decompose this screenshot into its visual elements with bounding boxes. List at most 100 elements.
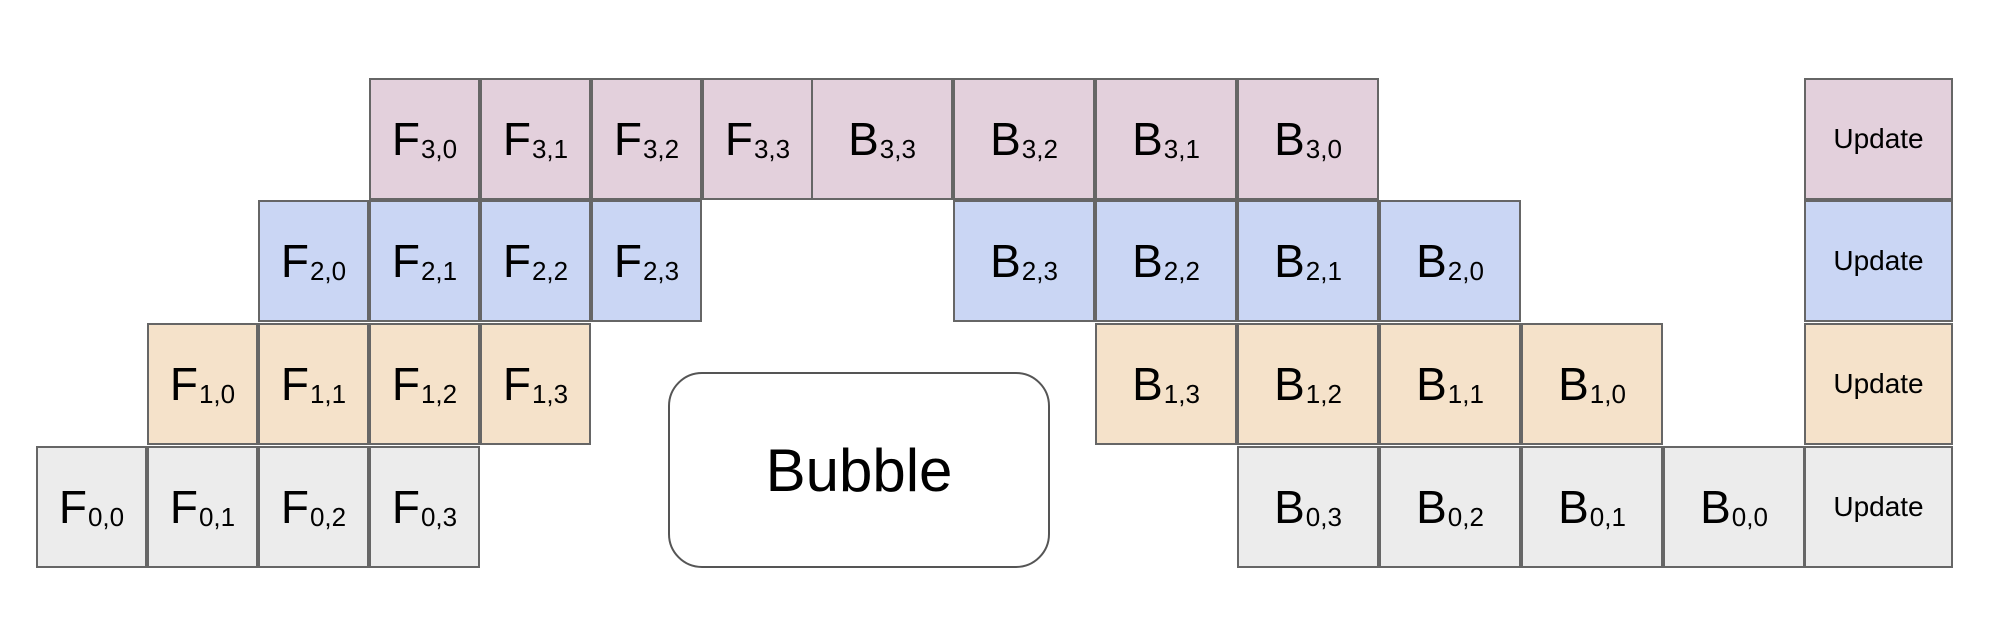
cell-main-label: F bbox=[391, 235, 420, 287]
cell-subscript: 0,1 bbox=[198, 501, 236, 532]
cell-main-label: Update bbox=[1833, 245, 1924, 276]
cell-main-label: B bbox=[1132, 358, 1163, 410]
cell-subscript: 1,0 bbox=[198, 378, 236, 409]
cell-subscript: 3,0 bbox=[1305, 133, 1342, 164]
cell-subscript: 3,2 bbox=[642, 133, 680, 164]
cell-subscript: 1,2 bbox=[1305, 378, 1342, 409]
cell-main-label: F bbox=[613, 235, 642, 287]
cell-subscript: 0,2 bbox=[309, 501, 347, 532]
cell-main-label: B bbox=[1132, 235, 1163, 287]
cell-subscript: 2,3 bbox=[642, 255, 680, 286]
cell-main-label: F bbox=[391, 358, 420, 410]
cell-main-label: F bbox=[502, 358, 531, 410]
cell-main-label: F bbox=[724, 113, 753, 165]
cell-main-label: Update bbox=[1833, 368, 1924, 399]
cell-main-label: F bbox=[280, 235, 309, 287]
update-cell-stage-2: Update bbox=[1804, 200, 1953, 322]
cell-main-label: F bbox=[502, 113, 531, 165]
cell-main-label: B bbox=[1274, 481, 1305, 533]
cell-subscript: 1,1 bbox=[309, 378, 347, 409]
cell-main-label: B bbox=[1558, 358, 1589, 410]
cell-main-label: B bbox=[990, 235, 1021, 287]
cell-main-label: F bbox=[58, 481, 87, 533]
cell-subscript: 2,2 bbox=[531, 255, 569, 286]
cell-main-label: B bbox=[1700, 481, 1731, 533]
cell-main-label: B bbox=[1274, 113, 1305, 165]
update-cell-stage-3: Update bbox=[1804, 78, 1953, 200]
cell-main-label: F bbox=[391, 113, 420, 165]
cell-main-label: B bbox=[848, 113, 879, 165]
cell-main-label: F bbox=[280, 358, 309, 410]
cell-subscript: 1,3 bbox=[1163, 378, 1200, 409]
cell-subscript: 0,0 bbox=[1731, 501, 1768, 532]
cell-main-label: F bbox=[502, 235, 531, 287]
cell-subscript: 0,3 bbox=[1305, 501, 1342, 532]
cell-subscript: 1,0 bbox=[1589, 378, 1626, 409]
bubble-label: Bubble bbox=[765, 436, 953, 504]
cell-subscript: 2,2 bbox=[1163, 255, 1200, 286]
cell-subscript: 1,2 bbox=[420, 378, 458, 409]
bubble-box: Bubble bbox=[668, 372, 1050, 568]
cell-main-label: B bbox=[1416, 481, 1447, 533]
cell-subscript: 2,3 bbox=[1021, 255, 1058, 286]
cell-main-label: B bbox=[1416, 358, 1447, 410]
update-cell-stage-1: Update bbox=[1804, 323, 1953, 445]
cell-subscript: 0,2 bbox=[1447, 501, 1484, 532]
cell-subscript: 3,3 bbox=[879, 133, 916, 164]
cell-subscript: 2,1 bbox=[420, 255, 458, 286]
update-cell-stage-0: Update bbox=[1804, 446, 1953, 568]
cell-subscript: 0,0 bbox=[87, 501, 125, 532]
cell-subscript: 2,1 bbox=[1305, 255, 1342, 286]
cell-main-label: Update bbox=[1833, 123, 1924, 154]
cell-main-label: F bbox=[169, 358, 198, 410]
cell-main-label: F bbox=[280, 481, 309, 533]
cell-subscript: 3,2 bbox=[1021, 133, 1058, 164]
cell-main-label: B bbox=[1274, 235, 1305, 287]
cell-subscript: 3,0 bbox=[420, 133, 458, 164]
cell-subscript: 3,1 bbox=[1163, 133, 1200, 164]
cell-subscript: 2,0 bbox=[1447, 255, 1484, 286]
cell-subscript: 1,1 bbox=[1447, 378, 1484, 409]
cell-main-label: B bbox=[1558, 481, 1589, 533]
cell-subscript: 2,0 bbox=[309, 255, 347, 286]
cell-main-label: B bbox=[1416, 235, 1447, 287]
cell-main-label: B bbox=[1274, 358, 1305, 410]
cell-subscript: 3,3 bbox=[753, 133, 791, 164]
cell-subscript: 0,1 bbox=[1589, 501, 1626, 532]
cell-main-label: Update bbox=[1833, 491, 1924, 522]
cell-subscript: 0,3 bbox=[420, 501, 458, 532]
cell-subscript: 1,3 bbox=[531, 378, 569, 409]
cell-main-label: B bbox=[1132, 113, 1163, 165]
cell-main-label: F bbox=[169, 481, 198, 533]
